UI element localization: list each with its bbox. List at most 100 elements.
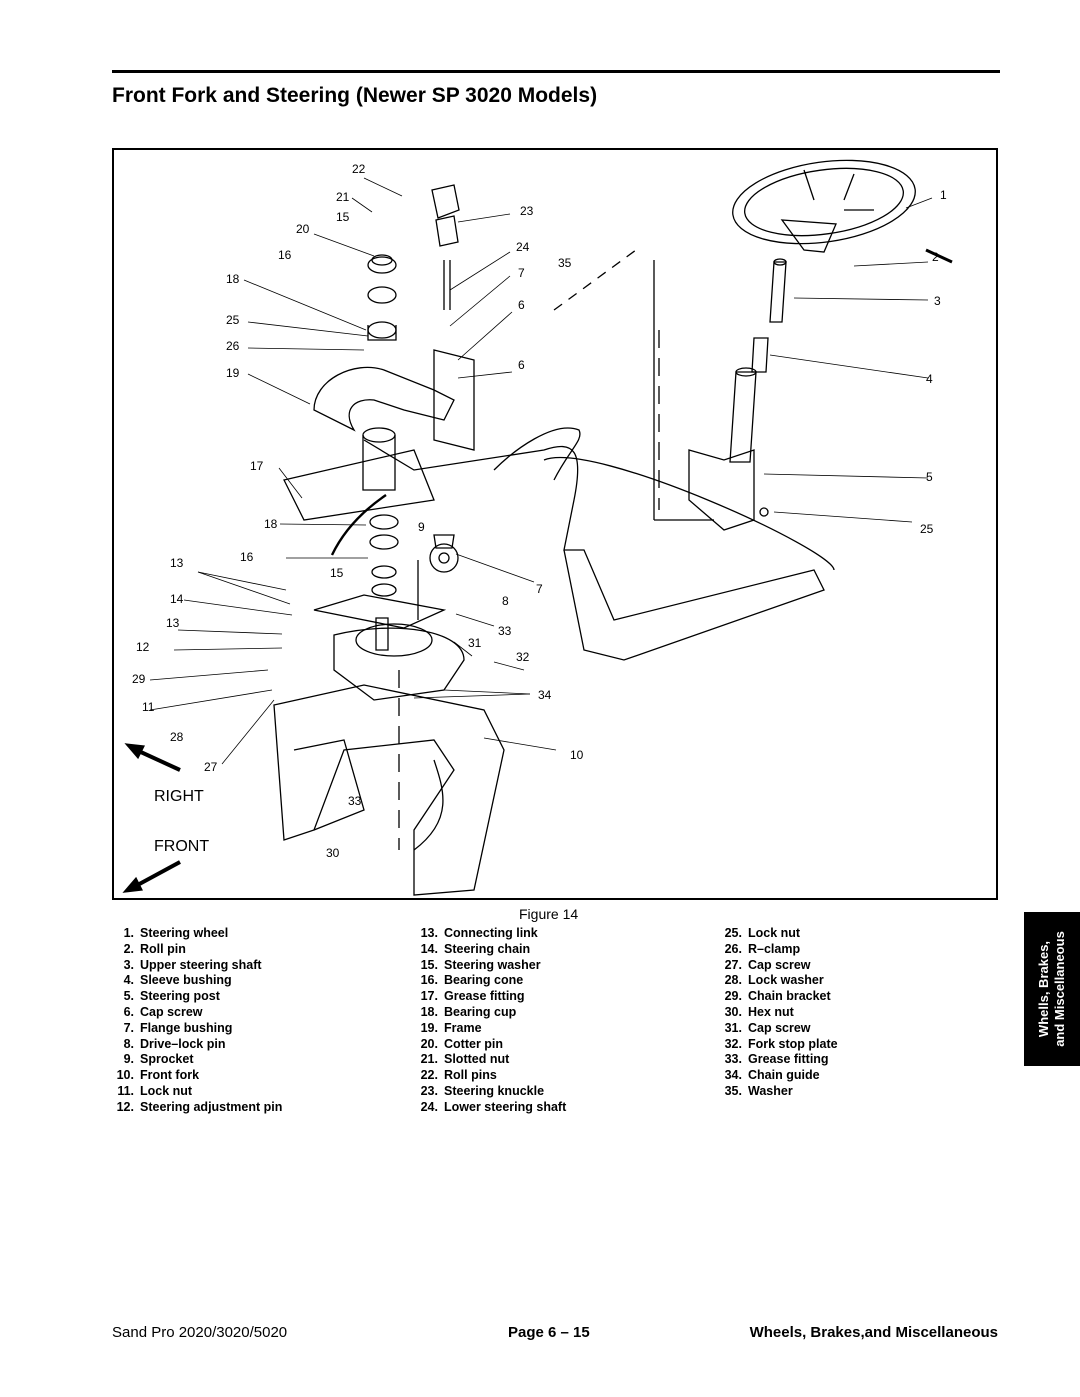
callout-label: 23 bbox=[520, 204, 534, 218]
legend-item: 5.Steering post bbox=[108, 989, 282, 1005]
legend-name: Upper steering shaft bbox=[140, 957, 262, 972]
legend-number: 2. bbox=[123, 941, 134, 956]
callout-label: 2 bbox=[932, 250, 939, 264]
callout-label: 32 bbox=[516, 650, 530, 664]
legend-number: 26. bbox=[724, 941, 742, 956]
callout-label: 8 bbox=[502, 594, 509, 608]
legend-name: Lock washer bbox=[748, 973, 824, 988]
page-title: Front Fork and Steering (Newer SP 3020 M… bbox=[112, 84, 598, 107]
callout-label: 21 bbox=[336, 190, 350, 204]
legend-item: 33.Grease fitting bbox=[716, 1052, 838, 1068]
legend-name: Steering wheel bbox=[140, 926, 229, 940]
legend-item: 11. Lock nut bbox=[108, 1084, 282, 1100]
legend-name: Fork stop plate bbox=[748, 1036, 838, 1051]
legend-name: Grease fitting bbox=[748, 1052, 829, 1067]
legend-name: Cap screw bbox=[748, 957, 811, 972]
legend-item: 16.Bearing cone bbox=[412, 973, 566, 989]
legend-name: Steering chain bbox=[444, 941, 531, 956]
legend-name: Frame bbox=[444, 1020, 482, 1035]
legend-number: 12. bbox=[116, 1099, 134, 1114]
callout-label: 35 bbox=[558, 256, 572, 270]
legend-name: Chain guide bbox=[748, 1068, 820, 1083]
callout-label: 25 bbox=[920, 522, 934, 536]
footer-product: Sand Pro 2020/3020/5020 bbox=[112, 1324, 288, 1341]
callout-label: 20 bbox=[296, 222, 310, 236]
callout-label: 13 bbox=[166, 616, 180, 630]
legend-item: 27. Cap screw bbox=[716, 958, 838, 974]
legend-name: Steering post bbox=[140, 989, 220, 1004]
callout-label: 28 bbox=[170, 730, 184, 744]
legend-item: 25.Lock nut bbox=[716, 926, 838, 942]
direction-label-front: FRONT bbox=[154, 838, 210, 855]
callout-label: 26 bbox=[226, 339, 240, 353]
legend-item: 32.Fork stop plate bbox=[716, 1037, 838, 1053]
callout-label: 4 bbox=[926, 372, 933, 386]
legend-name: Sleeve bushing bbox=[140, 973, 232, 988]
legend-number: 24. bbox=[420, 1099, 438, 1114]
legend-item: 7.Flange bushing bbox=[108, 1021, 282, 1037]
legend-item: 15.Steering washer bbox=[412, 958, 566, 974]
parts-legend-column-1: 1. Steering wheel 2. Roll pin 3.Upper stee… bbox=[108, 926, 283, 1116]
callout-label: 6 bbox=[518, 358, 525, 372]
legend-name: Front fork bbox=[140, 1068, 200, 1083]
legend-name: Drive–lock pin bbox=[140, 1036, 226, 1051]
side-tab-line-1: Whells, Brakes, bbox=[1036, 940, 1051, 1038]
callout-label: 11 bbox=[142, 700, 155, 714]
legend-name: Grease fitting bbox=[444, 989, 525, 1004]
callout-label: 14 bbox=[170, 592, 184, 606]
legend-number: 6. bbox=[123, 1004, 134, 1019]
legend-name: Bearing cone bbox=[444, 973, 524, 988]
legend-item: 8. Drive–lock pin bbox=[108, 1037, 282, 1053]
parts-legend-column-2: 13. Connecting link 14.Steering chain 15.… bbox=[412, 926, 567, 1116]
legend-item: 28. Lock washer bbox=[716, 973, 838, 989]
callout-label: 6 bbox=[518, 298, 525, 312]
callout-label: 19 bbox=[226, 366, 240, 380]
legend-name: Lower steering shaft bbox=[444, 1099, 567, 1114]
callout-label: 30 bbox=[326, 846, 340, 860]
callout-label: 22 bbox=[352, 162, 366, 176]
callout-label: 15 bbox=[330, 566, 344, 580]
legend-number: 13. bbox=[420, 926, 438, 940]
legend-number: 23. bbox=[420, 1083, 438, 1098]
section-side-tab[interactable]: Whells, Brakes, and Miscellaneous bbox=[1024, 912, 1080, 1066]
diagram-artwork bbox=[122, 159, 953, 896]
callout-label: 5 bbox=[926, 470, 933, 484]
callout-label: 3 bbox=[934, 294, 941, 308]
section-side-tab-text: Whells, Brakes, and Miscellaneous bbox=[1036, 912, 1068, 1066]
legend-number: 8. bbox=[123, 1036, 134, 1051]
side-tab-line-2: and Miscellaneous bbox=[1052, 931, 1067, 1047]
legend-number: 18. bbox=[420, 1004, 438, 1019]
callout-label: 9 bbox=[418, 520, 425, 534]
legend-number: 11. bbox=[117, 1083, 134, 1098]
legend-item: 10.Front fork bbox=[108, 1068, 282, 1084]
legend-item: 29.Chain bracket bbox=[716, 989, 838, 1005]
legend-item: 18.Bearing cup bbox=[412, 1005, 566, 1021]
legend-item: 26.R–clamp bbox=[716, 942, 838, 958]
callout-label: 29 bbox=[132, 672, 146, 686]
legend-item: 4.Sleeve bushing bbox=[108, 973, 282, 989]
legend-name: Lock nut bbox=[140, 1083, 193, 1098]
legend-item: 35.Washer bbox=[716, 1084, 838, 1100]
legend-number: 28. bbox=[724, 973, 742, 988]
legend-name: Lock nut bbox=[748, 926, 801, 940]
legend-number: 27. bbox=[724, 957, 742, 972]
legend-number: 20. bbox=[420, 1036, 438, 1051]
legend-name: Cotter pin bbox=[444, 1036, 504, 1051]
legend-item: 13. Connecting link bbox=[412, 926, 566, 942]
legend-name: Steering washer bbox=[444, 957, 541, 972]
callout-label: 7 bbox=[536, 582, 543, 596]
legend-item: 14.Steering chain bbox=[412, 942, 566, 958]
legend-item: 21.Slotted nut bbox=[412, 1052, 566, 1068]
legend-name: Steering knuckle bbox=[444, 1083, 545, 1098]
legend-number: 29. bbox=[724, 989, 742, 1004]
legend-item: 3.Upper steering shaft bbox=[108, 958, 282, 974]
callout-label: 17 bbox=[250, 459, 264, 473]
legend-number: 1. bbox=[123, 926, 134, 940]
legend-name: Cap screw bbox=[140, 1004, 203, 1019]
legend-item: 34.Chain guide bbox=[716, 1068, 838, 1084]
figure-caption: Figure 14 bbox=[519, 906, 579, 922]
legend-item: 24. Lower steering shaft bbox=[412, 1099, 567, 1116]
legend-name: Roll pin bbox=[140, 941, 186, 956]
legend-number: 19. bbox=[420, 1020, 438, 1035]
legend-name: Connecting link bbox=[444, 926, 538, 940]
